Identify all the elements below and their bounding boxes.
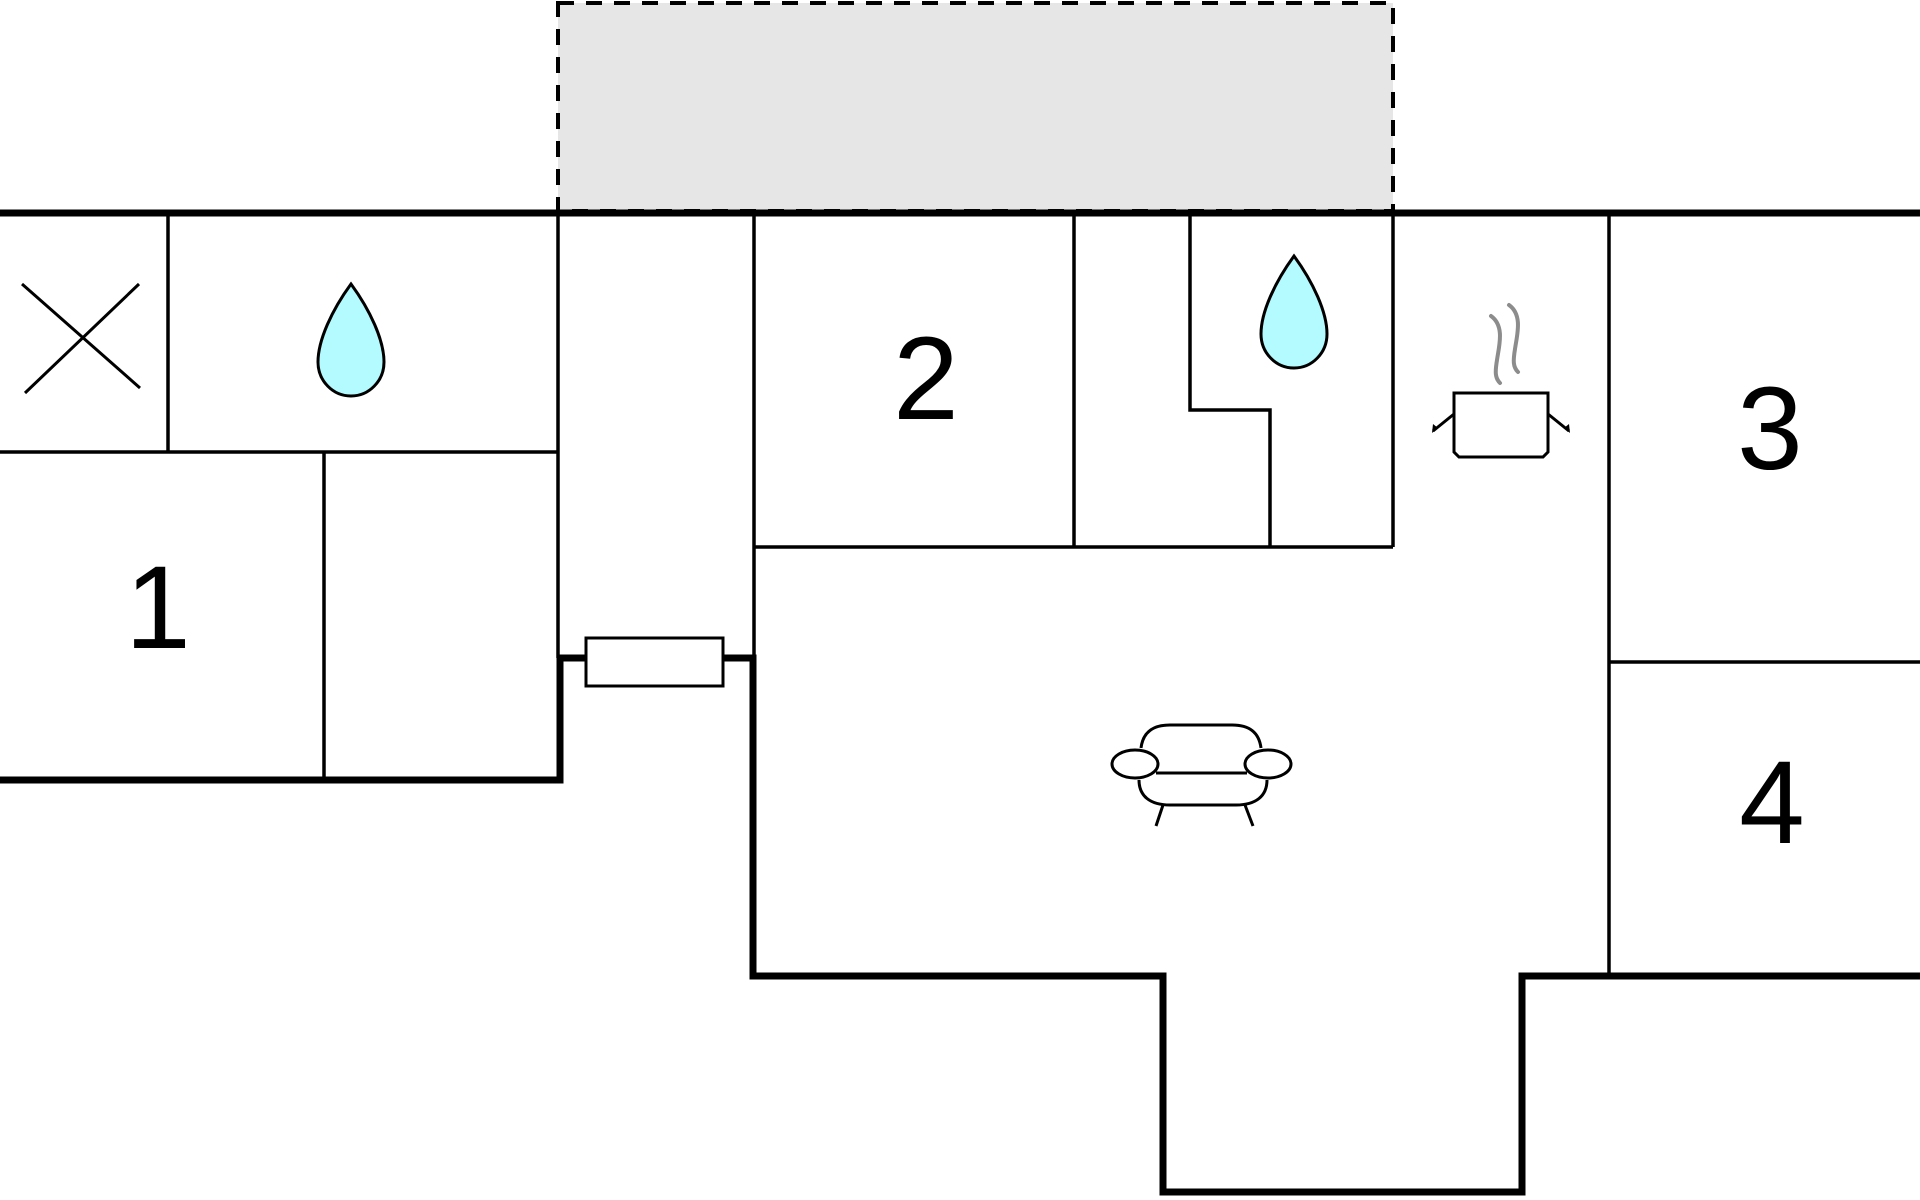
- room-number-4: 4: [1739, 737, 1805, 869]
- sofa-icon: [1110, 723, 1293, 827]
- cooking-pot-icon: [1432, 303, 1570, 459]
- x-icon: [21, 282, 141, 395]
- interior-walls: [0, 213, 1920, 976]
- room-number-1: 1: [125, 542, 191, 674]
- stove-icon: [584, 636, 725, 688]
- room-number-3: 3: [1737, 363, 1803, 495]
- terrace-area: [556, 1, 1395, 213]
- water-drop-icon: [316, 281, 386, 398]
- room-number-2: 2: [893, 313, 959, 445]
- exterior-walls: [0, 209, 1920, 1196]
- water-drop-icon: [1259, 253, 1329, 370]
